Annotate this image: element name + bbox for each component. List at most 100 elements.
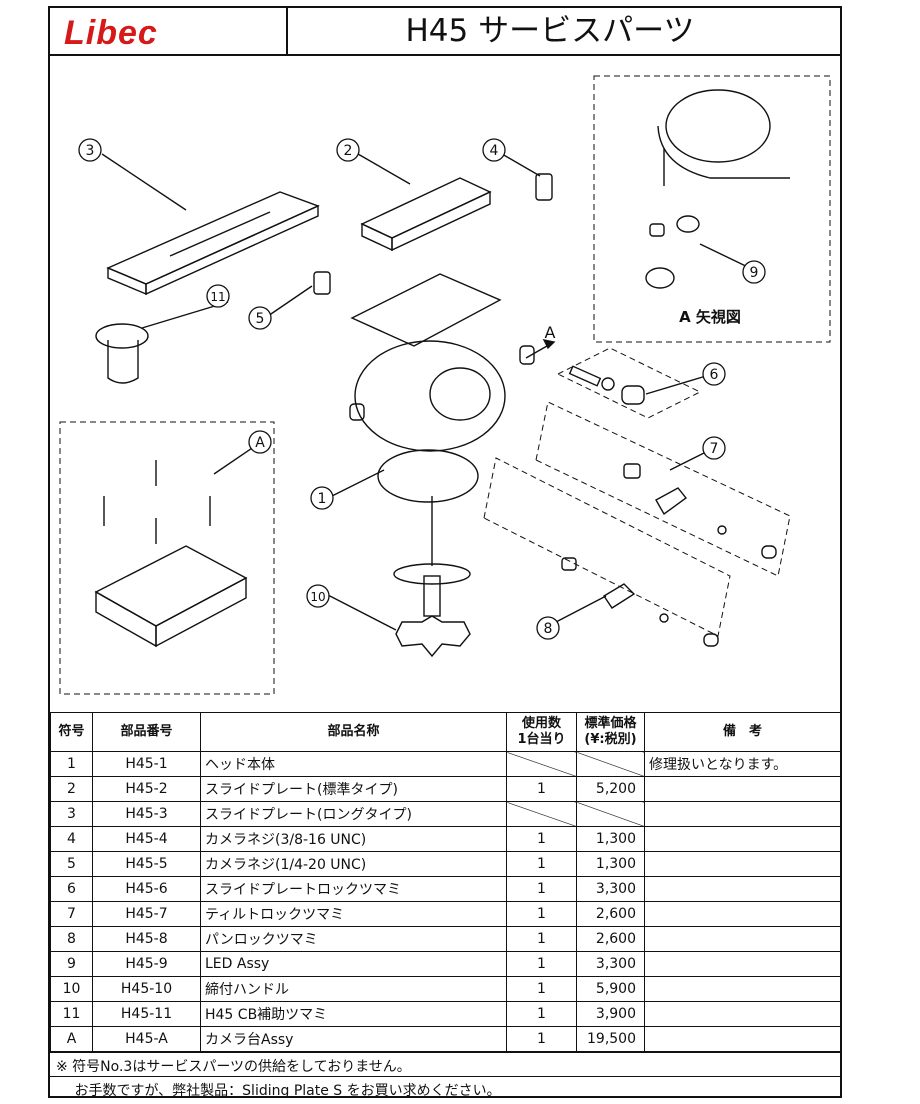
parts-sheet: Libec H45 サービスパーツ: [48, 6, 842, 1099]
svg-text:1: 1: [318, 491, 327, 507]
cell-price: 1,300: [576, 826, 645, 852]
svg-text:10: 10: [310, 590, 325, 604]
callout-4: 4: [482, 138, 506, 162]
callout-5: 5: [248, 306, 272, 330]
svg-text:6: 6: [710, 367, 719, 383]
callout-11: 11: [206, 284, 230, 308]
header-qty: 使用数 1台当り: [506, 712, 577, 752]
callout-1: 1: [310, 486, 334, 510]
header-divider: [286, 8, 288, 54]
cell-remarks: [644, 851, 841, 877]
cell-part-no: H45-7: [92, 901, 201, 927]
callout-A: A: [248, 430, 272, 454]
svg-text:11: 11: [210, 290, 225, 304]
camera-base-shape: [94, 545, 248, 627]
cell-part-no: H45-10: [92, 976, 201, 1002]
cell-symbol: 6: [50, 876, 93, 902]
cell-qty: 1: [506, 976, 577, 1002]
cell-price: 19,500: [576, 1026, 645, 1052]
arrow-A-label: A: [545, 323, 556, 342]
cell-part-name: スライドプレートロックツマミ: [200, 876, 507, 902]
diagram-svg: 3 2 4 5 11 1 6 7 8 10 9 A A A 矢視図: [59, 75, 831, 695]
svg-text:4: 4: [490, 143, 499, 159]
cell-qty: 1: [506, 776, 577, 802]
head-base-shape: [377, 449, 479, 503]
cell-part-name: ヘッド本体: [200, 751, 507, 777]
cell-symbol: A: [50, 1026, 93, 1052]
cell-symbol: 11: [50, 1001, 93, 1027]
cell-qty: 1: [506, 876, 577, 902]
cell-remarks: [644, 801, 841, 827]
brand-logo: Libec: [64, 14, 158, 52]
cell-part-no: H45-6: [92, 876, 201, 902]
svg-text:7: 7: [710, 441, 719, 457]
cell-qty: 1: [506, 826, 577, 852]
cell-part-name: LED Assy: [200, 951, 507, 977]
cell-price: 5,900: [576, 976, 645, 1002]
svg-text:2: 2: [344, 143, 353, 159]
cell-part-name: カメラ台Assy: [200, 1026, 507, 1052]
cell-qty: 1: [506, 951, 577, 977]
head-top-plate: [350, 273, 502, 347]
cell-part-no: H45-5: [92, 851, 201, 877]
long-plate-shape: [106, 191, 320, 285]
exploded-diagram: 3 2 4 5 11 1 6 7 8 10 9 A A A 矢視図: [50, 56, 840, 712]
cell-symbol: 8: [50, 926, 93, 952]
long-plate-side: [107, 266, 147, 296]
header: Libec H45 サービスパーツ: [50, 8, 840, 56]
cell-qty: 1: [506, 926, 577, 952]
cell-symbol: 2: [50, 776, 93, 802]
svg-text:A: A: [255, 435, 265, 451]
cell-symbol: 10: [50, 976, 93, 1002]
cell-price: [576, 751, 645, 777]
header-symbol: 符号: [50, 712, 93, 752]
cell-part-no: H45-8: [92, 926, 201, 952]
knob-11-shape: [107, 340, 139, 384]
handle-grip: [395, 615, 471, 658]
page-title: H45 サービスパーツ: [405, 13, 695, 49]
cell-price: 5,200: [576, 776, 645, 802]
table-header-row: 符号 部品番号 部品名称 使用数 1台当り 標準価格 (¥:税別) 備 考: [50, 712, 841, 752]
cell-part-name: カメラネジ(1/4-20 UNC): [200, 851, 507, 877]
cell-qty: 1: [506, 1001, 577, 1027]
cell-remarks: [644, 1026, 841, 1052]
cell-part-no: H45-9: [92, 951, 201, 977]
handle-wheel: [393, 563, 471, 585]
cell-part-no: H45-3: [92, 801, 201, 827]
svg-text:5: 5: [256, 311, 265, 327]
cell-qty: [506, 801, 577, 827]
cell-qty: [506, 751, 577, 777]
cell-price: 2,600: [576, 901, 645, 927]
note-1: ※ 符号No.3はサービスパーツの供給をしておりません。: [56, 1059, 411, 1075]
cell-remarks: [644, 826, 841, 852]
callout-8: 8: [536, 616, 560, 640]
svg-text:3: 3: [86, 143, 95, 159]
callout-7: 7: [702, 436, 726, 460]
cell-qty: 1: [506, 851, 577, 877]
callout-6: 6: [702, 362, 726, 386]
notes-divider-2: [50, 1076, 840, 1077]
group-7-box: [535, 401, 791, 577]
cell-part-name: 締付ハンドル: [200, 976, 507, 1002]
cell-remarks: [644, 901, 841, 927]
cell-symbol: 3: [50, 801, 93, 827]
callout-9: 9: [742, 260, 766, 284]
callout-10: 10: [306, 584, 330, 608]
view-A-label: A 矢視図: [679, 308, 741, 326]
group-6-box: [556, 347, 702, 419]
notes-divider: [50, 1052, 840, 1053]
cell-price: 1,300: [576, 851, 645, 877]
cell-remarks: [644, 1001, 841, 1027]
cell-part-name: H45 CB補助ツマミ: [200, 1001, 507, 1027]
cell-price: [576, 801, 645, 827]
